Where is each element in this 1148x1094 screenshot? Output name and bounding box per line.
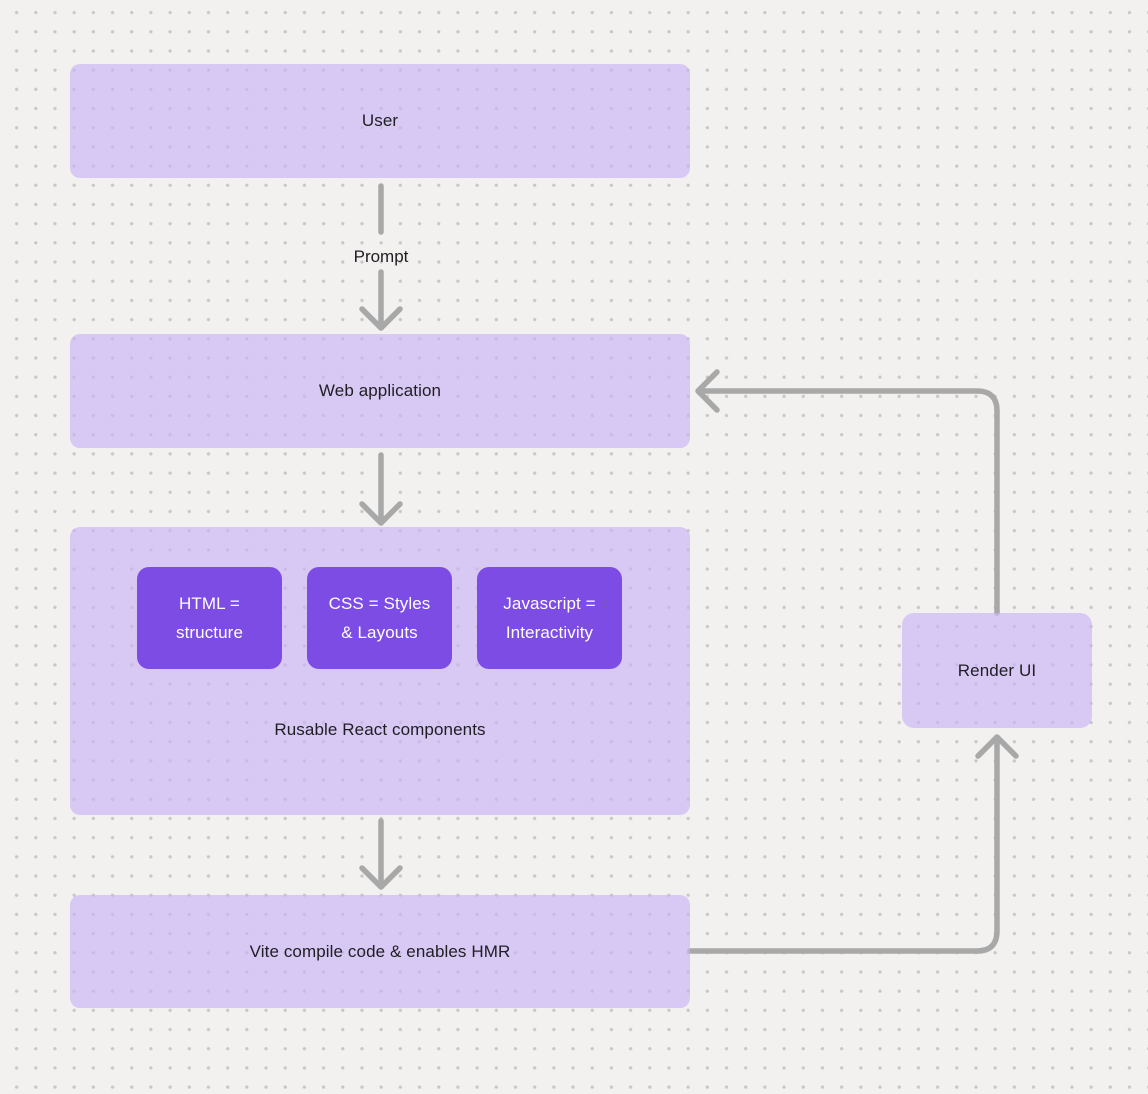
arrowhead-down-vite [359,865,403,890]
arrowhead-left-webapp [695,369,720,413]
arrowhead-down-components [359,501,403,526]
node-vite[interactable]: Vite compile code & enables HMR [70,895,690,1008]
edge-label-prompt: Prompt [353,247,409,266]
node-components-group[interactable]: HTML = structure CSS = Styles & Layouts … [70,527,690,815]
components-group-caption: Rusable React components [274,720,486,739]
chip-html-line-2: structure [175,623,244,642]
node-render-ui-label: Render UI [957,660,1037,680]
chip-css-line-1: CSS = Styles [328,594,431,613]
chip-html-line-1: HTML = [179,594,240,613]
chip-javascript-line-1: Javascript = [503,594,596,613]
chip-css[interactable]: CSS = Styles & Layouts [307,567,452,669]
chip-javascript-line-2: Interactivity [505,623,594,642]
node-web-application[interactable]: Web application [70,334,690,448]
arrowhead-up-render [975,734,1019,759]
arrowhead-down-webapp [359,306,403,331]
node-vite-label: Vite compile code & enables HMR [249,941,511,961]
node-render-ui[interactable]: Render UI [902,613,1092,728]
chip-html[interactable]: HTML = structure [137,567,282,669]
node-user[interactable]: User [70,64,690,178]
edge-vite-to-render[interactable] [687,737,1000,954]
edge-render-to-webapp[interactable] [699,388,1000,616]
node-user-label: User [361,111,399,130]
node-web-application-label: Web application [318,381,442,400]
chip-css-line-2: & Layouts [341,623,418,642]
chip-javascript[interactable]: Javascript = Interactivity [477,567,622,669]
components-chip-row: HTML = structure CSS = Styles & Layouts … [137,567,622,669]
